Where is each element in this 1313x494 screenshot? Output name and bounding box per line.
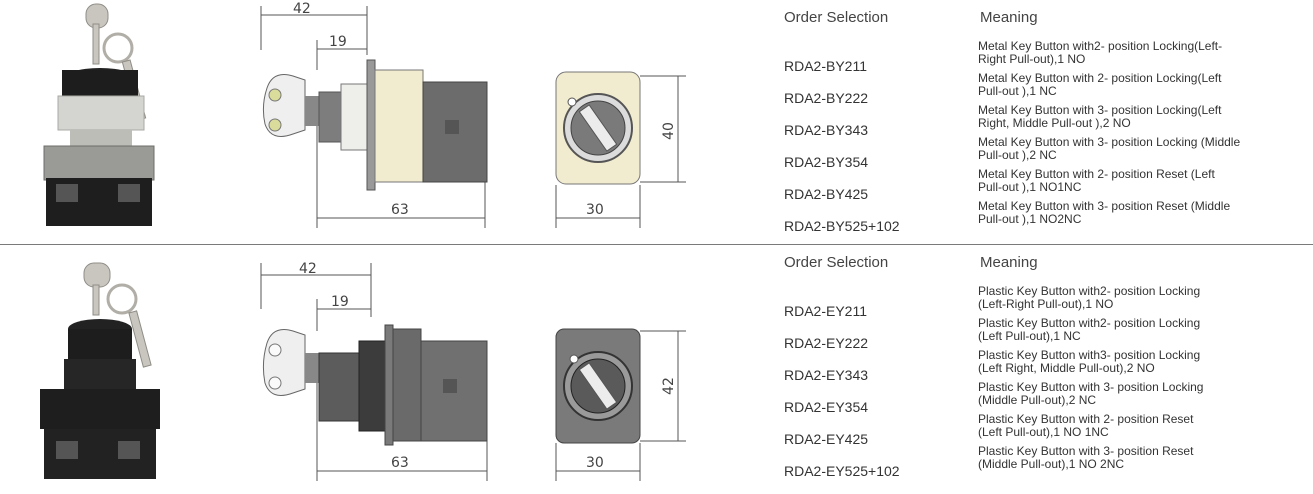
order-code: RDA2-EY525+102: [784, 463, 900, 479]
dim-width: 30: [586, 202, 604, 218]
header-order-selection: Order Selection: [784, 254, 889, 271]
order-code-list: RDA2-BY211 RDA2-BY222 RDA2-BY343 RDA2-BY…: [784, 52, 974, 244]
meaning-item: Metal Key Button with 3- position Lockin…: [978, 103, 1222, 130]
side-view-drawing-plastic: 42 19 63: [245, 245, 535, 489]
order-code-list: RDA2-EY211 RDA2-EY222 RDA2-EY343 RDA2-EY…: [784, 297, 974, 489]
order-code: RDA2-EY425: [784, 431, 869, 447]
meaning-item: Plastic Key Button with2- position Locki…: [978, 316, 1201, 343]
meaning-item: Metal Key Button with 2- position Reset …: [978, 167, 1215, 194]
header-meaning: Meaning: [980, 254, 1038, 271]
meaning-item: Metal Key Button with 3- position Lockin…: [978, 135, 1241, 162]
meaning-list: Metal Key Button with2- position Locking…: [978, 40, 1308, 232]
dim-total-depth: 42: [299, 261, 317, 277]
order-code: RDA2-BY354: [784, 154, 869, 170]
product-photo-plastic: [0, 245, 200, 489]
header-order-selection: Order Selection: [784, 9, 889, 26]
product-photo-metal: [0, 0, 200, 244]
section-divider: [0, 244, 1313, 245]
dim-height: 40: [661, 122, 677, 140]
header-meaning: Meaning: [980, 9, 1038, 26]
order-code: RDA2-BY425: [784, 186, 869, 202]
order-code: RDA2-BY525+102: [784, 218, 900, 234]
dim-body-length: 63: [391, 455, 409, 471]
meaning-item: Metal Key Button with2- position Locking…: [978, 39, 1223, 66]
order-code: RDA2-EY222: [784, 335, 869, 351]
order-code: RDA2-EY354: [784, 399, 869, 415]
dim-key-length: 19: [331, 294, 349, 310]
front-view-drawing-metal: 40 30: [540, 0, 710, 244]
meaning-item: Plastic Key Button with 3- position Rese…: [978, 444, 1194, 471]
meaning-item: Plastic Key Button with3- position Locki…: [978, 348, 1201, 375]
order-code: RDA2-BY211: [784, 58, 868, 74]
order-code: RDA2-EY211: [784, 303, 868, 319]
meaning-item: Plastic Key Button with 2- position Rese…: [978, 412, 1194, 439]
dim-total-depth: 42: [293, 1, 311, 17]
meaning-list: Plastic Key Button with2- position Locki…: [978, 285, 1308, 477]
dim-height: 42: [661, 377, 677, 395]
side-view-drawing-metal: 42 19 63: [245, 0, 535, 244]
meaning-item: Metal Key Button with 3- position Reset …: [978, 199, 1231, 226]
dim-key-length: 19: [329, 34, 347, 50]
dim-width: 30: [586, 455, 604, 471]
front-view-drawing-plastic: 42 30: [540, 245, 710, 489]
meaning-item: Metal Key Button with 2- position Lockin…: [978, 71, 1222, 98]
order-code: RDA2-BY343: [784, 122, 869, 138]
metal-key-section: 42 19 63 4: [0, 0, 1313, 244]
order-code: RDA2-BY222: [784, 90, 869, 106]
plastic-key-section: 42 19 63 42 30: [0, 245, 1313, 489]
meaning-item: Plastic Key Button with 3- position Lock…: [978, 380, 1204, 407]
order-code: RDA2-EY343: [784, 367, 869, 383]
meaning-item: Plastic Key Button with2- position Locki…: [978, 284, 1201, 311]
dim-body-length: 63: [391, 202, 409, 218]
